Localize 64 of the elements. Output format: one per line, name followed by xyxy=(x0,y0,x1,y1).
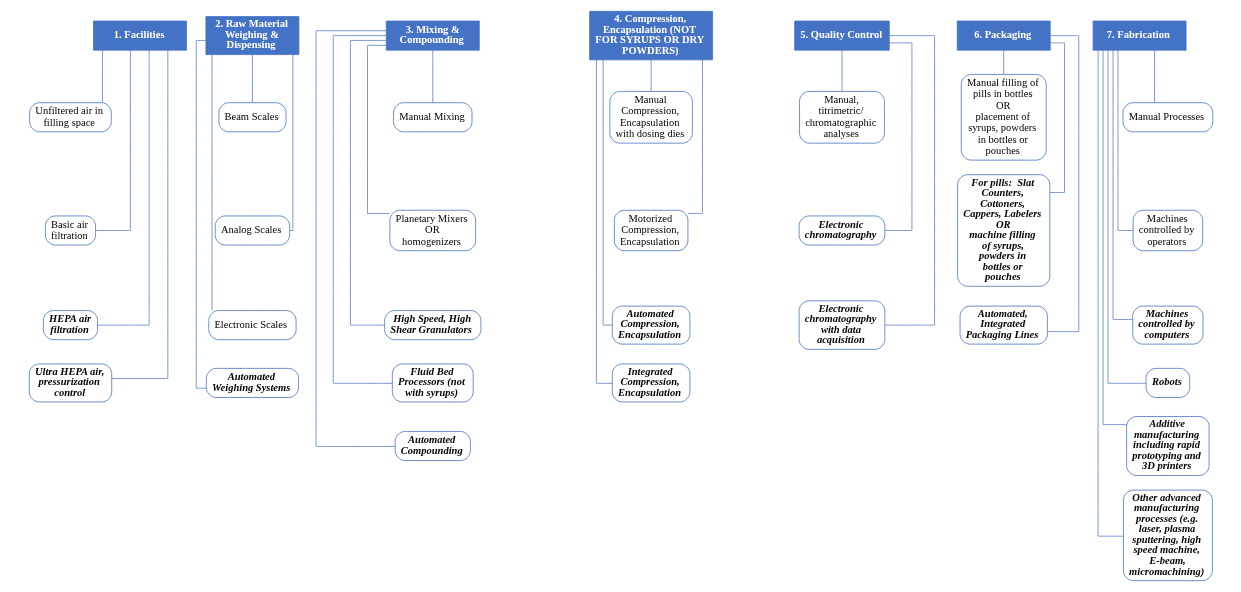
node-box: 3. Mixing & Compounding xyxy=(385,20,480,51)
node-box: Analog Scales xyxy=(214,215,290,246)
connector xyxy=(366,44,390,214)
node-box: High Speed, High Shear Granulators xyxy=(383,310,481,341)
connector xyxy=(1117,49,1133,231)
node-box: Automated Compounding xyxy=(394,431,471,461)
connector xyxy=(841,49,842,92)
connector xyxy=(884,42,912,231)
connector xyxy=(332,35,393,384)
node-box: Beam Scales xyxy=(217,102,286,133)
node-box: 5. Quality Control xyxy=(793,20,890,51)
node-box: Electronic chromatography with data acquisition xyxy=(798,300,885,350)
connector xyxy=(595,59,613,384)
node-box: For pills: Slat Counters, Cottoners, Cappers, Labelers OR machine filling of syrups, powders in bottles or pouches xyxy=(956,174,1050,287)
connector xyxy=(602,59,613,326)
node-box: 2. Raw Material Weighing & Dispensing xyxy=(205,16,299,55)
node-box: Ultra HEPA air, pressurization control xyxy=(28,363,112,403)
node-box: Planetary Mixers OR homogenizers xyxy=(389,209,476,252)
connector xyxy=(431,49,433,103)
connector xyxy=(315,30,395,447)
node-box: Manual Compression, Encapsulation with dosing dies xyxy=(608,91,693,144)
connector xyxy=(687,59,703,214)
node-box: Manual, titrimetric/ chromatographic analyses xyxy=(798,91,885,144)
connector xyxy=(1153,49,1155,103)
connector xyxy=(884,35,935,326)
node-box: Motorized Compression, Encapsulation xyxy=(613,209,688,252)
node-box: Manual Processes xyxy=(1122,102,1213,133)
connector xyxy=(211,54,212,311)
node-box: 7. Fabrication xyxy=(1092,20,1186,51)
node-box: 1. Facilities xyxy=(92,20,187,51)
node-box: Automated Weighing Systems xyxy=(205,367,299,398)
connector xyxy=(1046,35,1079,332)
node-box: HEPA air filtration xyxy=(42,310,98,341)
node-box: 4. Compression, Encapsulation (NOT FOR SYRUPS OR DRY POWDERS) xyxy=(588,10,713,61)
node-box: Automated, Integrated Packaging Lines xyxy=(959,305,1048,345)
node-box: Fluid Bed Processors (not with syrups) xyxy=(391,363,474,403)
connector xyxy=(251,54,253,103)
connector xyxy=(288,54,293,231)
node-box: Electronic chromatography xyxy=(798,215,885,246)
node-box: Robots xyxy=(1145,367,1190,398)
connector xyxy=(110,49,168,379)
connector xyxy=(96,49,150,326)
node-box: Unfiltered air in filling space xyxy=(28,102,112,133)
node-box: Integrated Compression, Encapsulation xyxy=(611,363,690,403)
node-box: Machines controlled by operators xyxy=(1132,209,1203,252)
node-box: Electronic Scales xyxy=(207,310,296,341)
node-box: Basic air filtration xyxy=(44,215,96,246)
connector xyxy=(1097,49,1124,537)
node-box: Manual filling of pills in bottles OR placement of syrups, powders in bottles or pouches xyxy=(960,74,1047,161)
node-box: Other advanced manufacturing processes (e.g. laser, plasma sputtering, high speed machine, E-beam, micromachining) xyxy=(1122,489,1213,582)
node-box: Manual Mixing xyxy=(392,102,472,133)
connector xyxy=(1002,49,1004,75)
node-box: 6. Packaging xyxy=(956,20,1051,51)
connector xyxy=(650,59,652,92)
connector xyxy=(1112,50,1133,320)
node-box: Machines controlled by computers xyxy=(1131,305,1203,345)
node-box: Automated Compression, Encapsulation xyxy=(611,305,690,345)
connector xyxy=(1102,49,1127,425)
connector xyxy=(94,49,131,231)
connector xyxy=(1107,49,1146,384)
node-box: Additive manufacturing including rapid prototyping and 3D printers xyxy=(1125,416,1210,476)
connector xyxy=(349,40,387,326)
connector xyxy=(195,40,207,389)
connector xyxy=(101,49,103,103)
